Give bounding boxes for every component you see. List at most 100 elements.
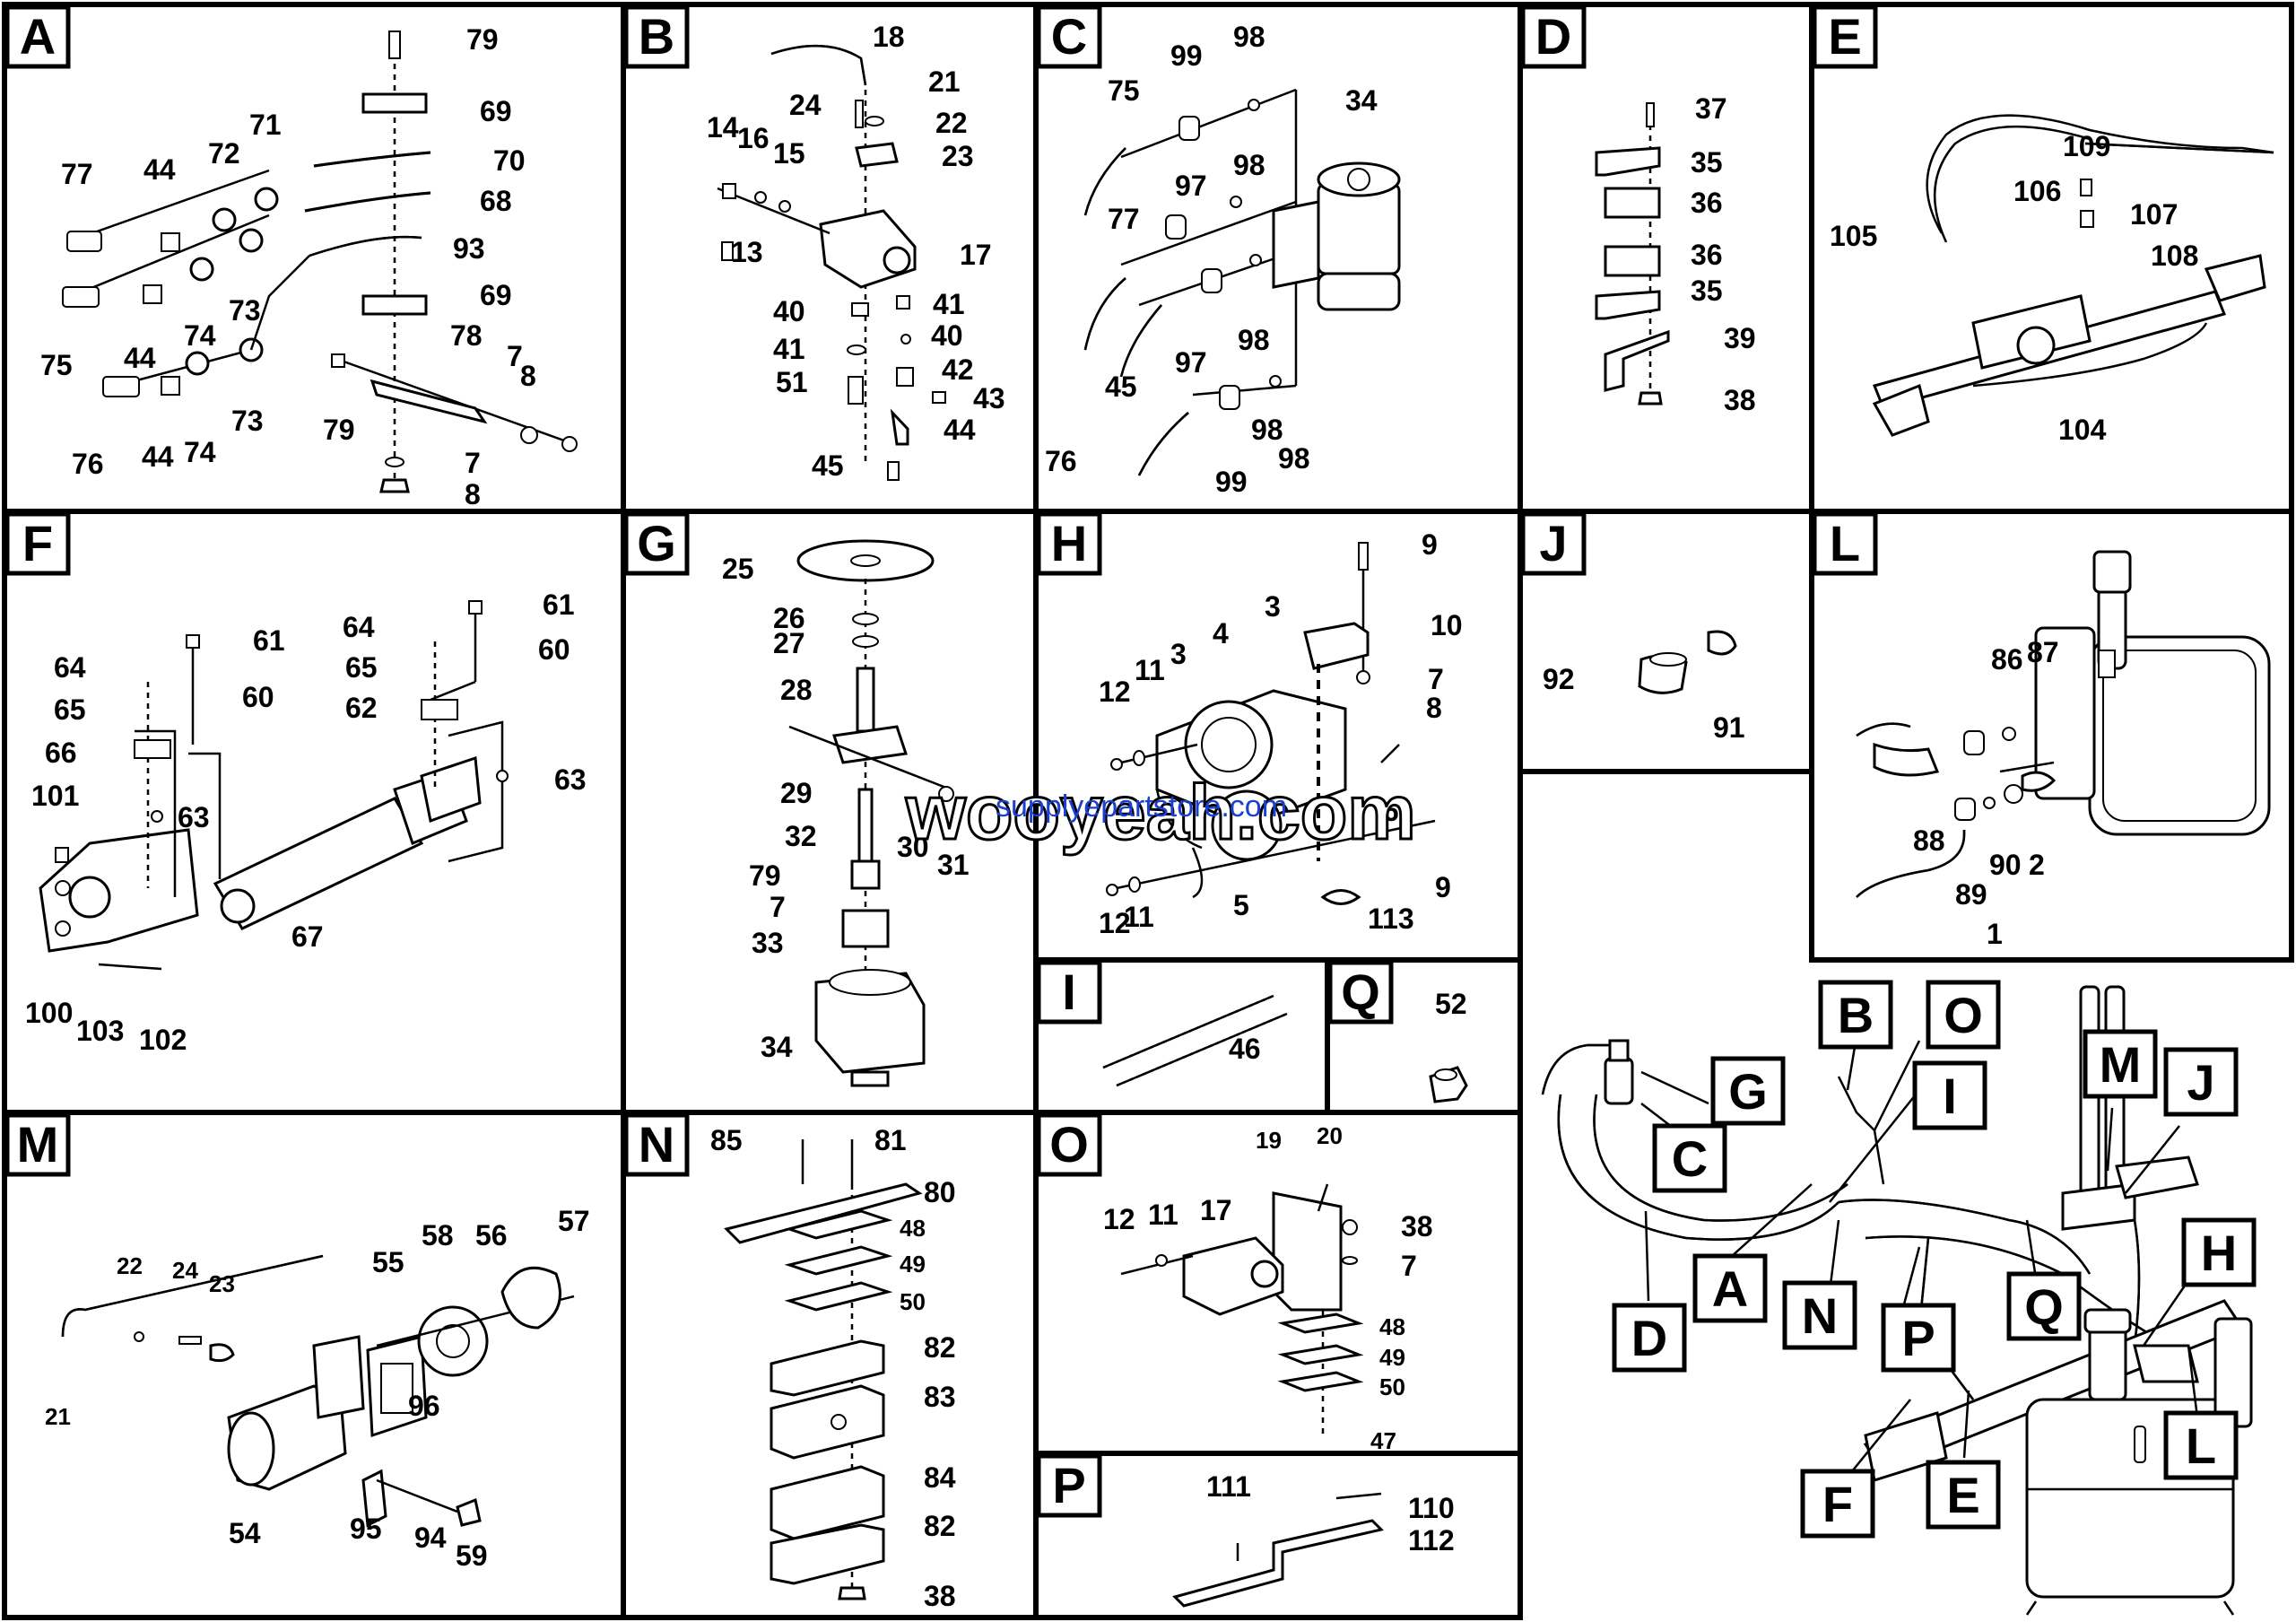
callout-a-78: 78 bbox=[450, 319, 483, 352]
callout-c-99: 99 bbox=[1215, 466, 1248, 498]
callout-g-33: 33 bbox=[752, 927, 784, 959]
callout-b-24: 24 bbox=[789, 89, 822, 121]
panel-label-h: H bbox=[1036, 511, 1102, 576]
callout-l-86: 86 bbox=[1991, 643, 2023, 676]
callout-f-100: 100 bbox=[25, 997, 73, 1029]
callout-n-48: 48 bbox=[900, 1215, 926, 1242]
panel-label-e: E bbox=[1812, 4, 1878, 69]
panel-l-drawing bbox=[1856, 550, 2271, 898]
panel-label-p: P bbox=[1036, 1453, 1102, 1518]
callout-f-65: 65 bbox=[54, 693, 86, 726]
callout-m-59: 59 bbox=[456, 1539, 488, 1572]
overview-callout-a: A bbox=[1692, 1253, 1768, 1323]
callout-b-43: 43 bbox=[973, 382, 1005, 414]
callout-e-109: 109 bbox=[2063, 130, 2110, 162]
panel-n-drawing bbox=[724, 1139, 923, 1600]
panel-label-text: F bbox=[22, 515, 53, 571]
callout-d-38: 38 bbox=[1724, 384, 1756, 416]
callout-o-49: 49 bbox=[1379, 1344, 1405, 1371]
callout-a-75: 75 bbox=[40, 349, 73, 381]
callout-l-2: 2 bbox=[2029, 849, 2045, 881]
overview-callout-j: J bbox=[2163, 1047, 2239, 1117]
callout-n-82: 82 bbox=[924, 1510, 956, 1542]
panel-label-text: C bbox=[1051, 8, 1087, 65]
panel-f-drawing bbox=[39, 600, 509, 971]
callout-g-34: 34 bbox=[761, 1031, 793, 1063]
callout-p-110: 110 bbox=[1408, 1492, 1455, 1524]
callout-h-10: 10 bbox=[1431, 609, 1463, 641]
callout-a-69: 69 bbox=[480, 279, 512, 311]
callout-n-50: 50 bbox=[900, 1288, 926, 1315]
panel-label-text: P bbox=[1052, 1457, 1085, 1513]
callout-d-35: 35 bbox=[1691, 275, 1723, 307]
panel-label-c: C bbox=[1036, 4, 1102, 69]
callout-a-69: 69 bbox=[480, 95, 512, 127]
callout-c-99: 99 bbox=[1170, 39, 1203, 72]
overview-callout-text: M bbox=[2100, 1036, 2142, 1093]
callout-h-12: 12 bbox=[1099, 676, 1131, 708]
overview-callout-text: J bbox=[2187, 1054, 2214, 1111]
callout-c-98: 98 bbox=[1278, 442, 1310, 475]
callout-l-88: 88 bbox=[1913, 824, 1945, 857]
callout-m-58: 58 bbox=[422, 1219, 454, 1251]
callout-b-41: 41 bbox=[773, 333, 805, 365]
overview-callout-n: N bbox=[1782, 1280, 1857, 1350]
callout-m-56: 56 bbox=[475, 1219, 508, 1251]
panel-label-o: O bbox=[1036, 1112, 1102, 1177]
callout-b-22: 22 bbox=[935, 107, 968, 139]
callout-d-39: 39 bbox=[1724, 322, 1756, 354]
overview-callout-text: O bbox=[1944, 987, 1983, 1043]
callout-c-75: 75 bbox=[1108, 74, 1140, 107]
callout-c-97: 97 bbox=[1175, 170, 1207, 202]
callout-a-8: 8 bbox=[465, 478, 481, 510]
callout-h-9: 9 bbox=[1422, 528, 1438, 561]
callout-b-15: 15 bbox=[773, 137, 805, 170]
callout-a-74: 74 bbox=[184, 436, 216, 468]
callout-h-3: 3 bbox=[1265, 590, 1281, 623]
panel-label-text: N bbox=[639, 1116, 674, 1173]
panel-label-text: I bbox=[1062, 964, 1076, 1020]
callout-h-3: 3 bbox=[1170, 638, 1187, 670]
callout-e-106: 106 bbox=[2013, 175, 2061, 207]
overview-callout-text: I bbox=[1943, 1068, 1957, 1124]
overview-callout-text: A bbox=[1712, 1260, 1748, 1317]
callout-a-44: 44 bbox=[142, 440, 174, 473]
callout-g-29: 29 bbox=[780, 777, 813, 809]
overview-leader-lines bbox=[1640, 1035, 2199, 1472]
callout-f-67: 67 bbox=[291, 920, 324, 953]
callout-b-44: 44 bbox=[944, 414, 976, 446]
overview-callout-p: P bbox=[1881, 1303, 1956, 1373]
overview-callout-d: D bbox=[1612, 1303, 1687, 1373]
callout-f-63: 63 bbox=[554, 763, 587, 796]
callout-b-40: 40 bbox=[931, 319, 963, 352]
panel-c-drawing bbox=[1083, 88, 1401, 476]
callout-e-105: 105 bbox=[1830, 220, 1877, 252]
callout-l-1: 1 bbox=[1987, 918, 2003, 950]
callout-m-24: 24 bbox=[172, 1257, 198, 1284]
callout-h-113: 113 bbox=[1368, 903, 1414, 935]
watermark-url: supplyepartstore.com bbox=[996, 789, 1287, 824]
callout-o-50: 50 bbox=[1379, 1373, 1405, 1400]
overview-callout-text: E bbox=[1946, 1467, 1979, 1523]
panel-e-drawing bbox=[1872, 114, 2274, 437]
overview-callout-text: D bbox=[1631, 1310, 1667, 1366]
panel-label-n: N bbox=[623, 1112, 690, 1177]
callout-e-108: 108 bbox=[2151, 240, 2198, 272]
overview-callout-text: C bbox=[1672, 1130, 1708, 1187]
overview-callout-g: G bbox=[1710, 1056, 1786, 1126]
callout-b-18: 18 bbox=[873, 21, 905, 53]
callout-o-48: 48 bbox=[1379, 1313, 1405, 1340]
callout-b-14: 14 bbox=[707, 111, 739, 144]
callout-a-79: 79 bbox=[466, 23, 499, 56]
panel-label-text: A bbox=[20, 8, 56, 65]
callout-o-20: 20 bbox=[1317, 1122, 1343, 1149]
panel-label-text: H bbox=[1051, 515, 1087, 571]
callout-g-27: 27 bbox=[773, 627, 805, 659]
callout-g-7: 7 bbox=[770, 891, 786, 923]
callout-b-45: 45 bbox=[812, 449, 844, 482]
callout-d-36: 36 bbox=[1691, 239, 1723, 271]
callout-f-60: 60 bbox=[538, 633, 570, 666]
callout-m-95: 95 bbox=[350, 1513, 382, 1545]
